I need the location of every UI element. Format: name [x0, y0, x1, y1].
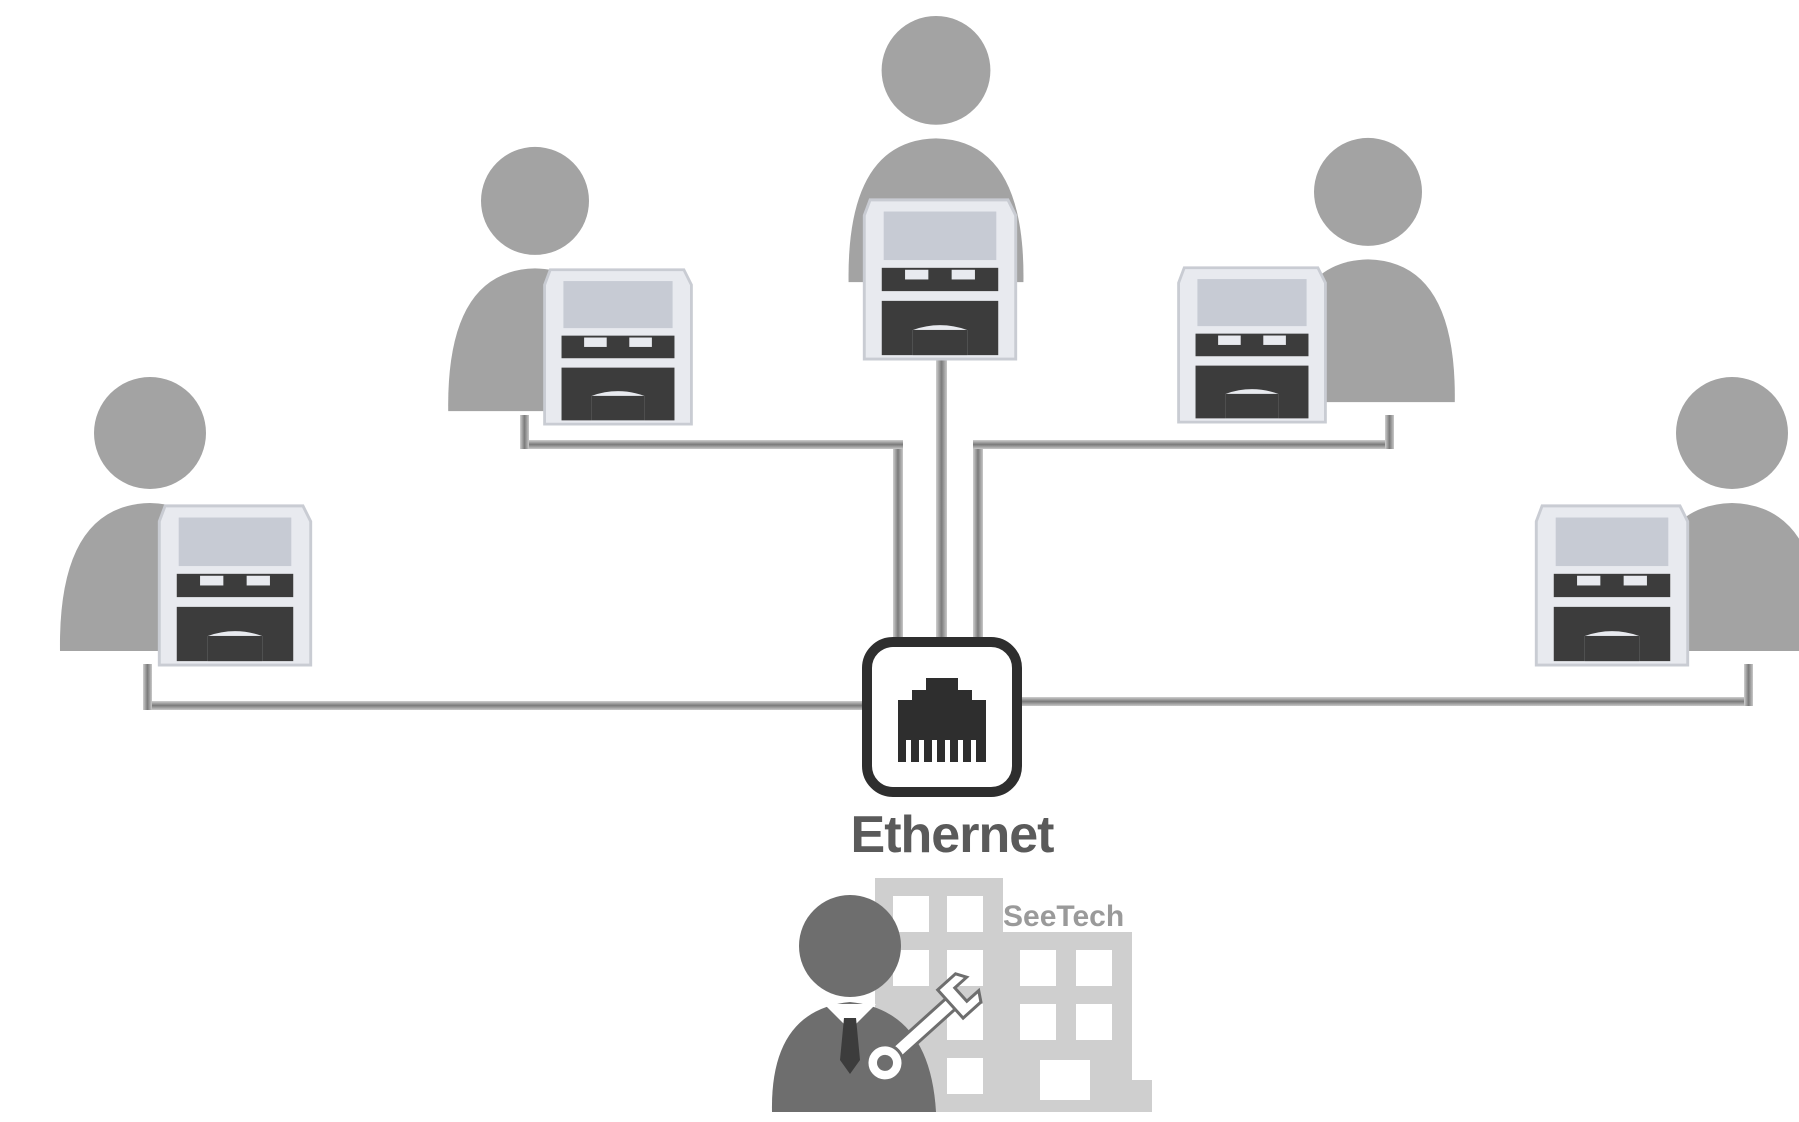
- banknote-counter-icon: [862, 198, 1018, 361]
- banknote-counter-icon: [1177, 266, 1327, 424]
- office-building-icon: [875, 878, 1152, 1112]
- cable-network: [143, 358, 1753, 710]
- brand-label: SeeTech: [1003, 900, 1124, 933]
- technician-wrench-icon: [771, 895, 983, 1112]
- banknote-counter-icon: [1534, 504, 1690, 667]
- banknote-counter-icon: [157, 504, 313, 667]
- ethernet-hub: Ethernet: [851, 637, 1055, 864]
- headquarters: SeeTech: [771, 878, 1152, 1112]
- ethernet-label: Ethernet: [851, 806, 1055, 864]
- banknote-counter-icon: [543, 268, 693, 426]
- station-far-left: [59, 377, 313, 667]
- station-far-right: [1534, 377, 1799, 667]
- station-center: [848, 15, 1024, 361]
- station-left: [448, 146, 693, 426]
- station-right: [1177, 137, 1455, 424]
